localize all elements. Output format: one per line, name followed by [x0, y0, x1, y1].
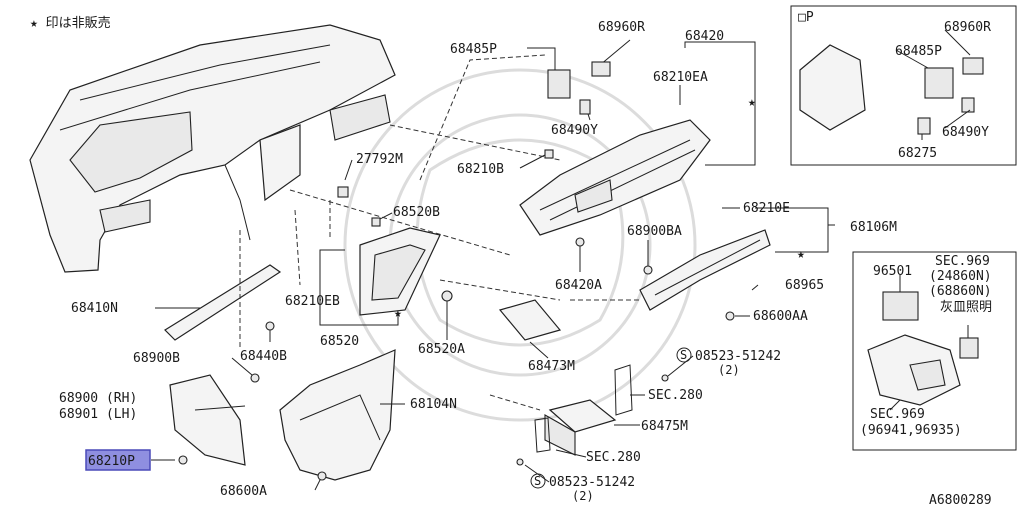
label-68965: 68965	[785, 278, 824, 293]
label-68410N: 68410N	[71, 301, 118, 316]
inset-p-title: □P	[798, 10, 814, 25]
inset-24860N: (24860N)	[929, 269, 992, 284]
label-68520B: 68520B	[393, 205, 440, 220]
label-68420A: 68420A	[555, 278, 602, 293]
inset-sec969-box: 96501 SEC.969 (24860N) (68860N) 灰皿照明 SEC…	[852, 251, 1017, 451]
label-68520: 68520	[320, 334, 359, 349]
highlight-68210P[interactable]: 68210P	[85, 449, 151, 471]
label-68490Y: 68490Y	[551, 123, 598, 138]
label-08523-top-qty: (2)	[718, 363, 740, 377]
label-68900-rh: 68900 (RH)	[59, 391, 137, 406]
label-68600A: 68600A	[220, 484, 267, 499]
leader-lines	[151, 39, 835, 491]
inset-p-box: □P 68960R 68485P 68490Y 68275	[790, 5, 1017, 166]
label-sec280-top: SEC.280	[648, 388, 703, 403]
label-68210EB: 68210EB	[285, 294, 340, 309]
label-08523-bottom-qty: (2)	[572, 489, 594, 503]
label-68420: 68420	[685, 29, 724, 44]
inset-p-68275: 68275	[898, 146, 937, 161]
inset-p-68490Y: 68490Y	[942, 125, 989, 140]
label-68210B: 68210B	[457, 162, 504, 177]
part-labels: 68485P 68960R 68420 68210EA 68490Y 27792…	[59, 20, 992, 508]
lid-rh	[169, 374, 246, 466]
label-68475M: 68475M	[641, 419, 688, 434]
lower-cover	[279, 349, 396, 481]
label-68900BA: 68900BA	[627, 224, 682, 239]
cluster-bezel	[359, 227, 441, 316]
lower-panel-strip	[164, 264, 282, 341]
label-68485P: 68485P	[450, 42, 497, 57]
svg-text:★: ★	[748, 95, 756, 110]
label-68106M: 68106M	[850, 220, 897, 235]
non-sale-markers: ★ ★ ★	[394, 95, 805, 321]
inset-96501: 96501	[873, 264, 912, 279]
instrument-panel-drawing	[29, 24, 396, 273]
center-vent-assembly	[519, 119, 711, 236]
svg-text:★: ★	[394, 306, 402, 321]
note-non-sale: ★ 印は非販売	[30, 15, 111, 31]
hardware	[178, 61, 735, 481]
highlight-box[interactable]	[85, 449, 151, 471]
label-68520A: 68520A	[418, 342, 465, 357]
inset-sec969-b: SEC.969	[870, 407, 925, 422]
dashed-guides	[239, 54, 640, 411]
figure-id: A6800289	[929, 493, 992, 508]
inset-96941: (96941,96935)	[860, 423, 962, 438]
svg-text:S: S	[534, 474, 541, 488]
label-68901-lh: 68901 (LH)	[59, 407, 137, 422]
svg-text:★: ★	[797, 247, 805, 262]
label-68600AA: 68600AA	[753, 309, 808, 324]
label-68473M: 68473M	[528, 359, 575, 374]
bracket-box	[534, 364, 633, 456]
label-08523-bottom: 08523-51242	[549, 475, 635, 490]
inset-p-68485P: 68485P	[895, 44, 942, 59]
label-68900B: 68900B	[133, 351, 180, 366]
label-08523-top: 08523-51242	[695, 349, 781, 364]
svg-text:S: S	[680, 348, 687, 362]
label-27792M: 27792M	[356, 152, 403, 167]
inset-sec969-a: SEC.969	[935, 254, 990, 269]
inset-68860N: (68860N)	[929, 284, 992, 299]
pocket-box	[498, 299, 562, 341]
label-68440B: 68440B	[240, 349, 287, 364]
label-68210EA: 68210EA	[653, 70, 708, 85]
lower-finisher	[639, 229, 771, 311]
inset-ashtray-light: 灰皿照明	[940, 300, 992, 315]
label-sec280-bottom: SEC.280	[586, 450, 641, 465]
label-68104N: 68104N	[410, 397, 457, 412]
s-bolt-marks: S S	[530, 347, 692, 489]
watermark	[343, 68, 697, 422]
label-68210E: 68210E	[743, 201, 790, 216]
label-68960R: 68960R	[598, 20, 645, 35]
inset-p-68960R: 68960R	[944, 20, 991, 35]
label-68210P[interactable]: 68210P	[88, 454, 135, 469]
